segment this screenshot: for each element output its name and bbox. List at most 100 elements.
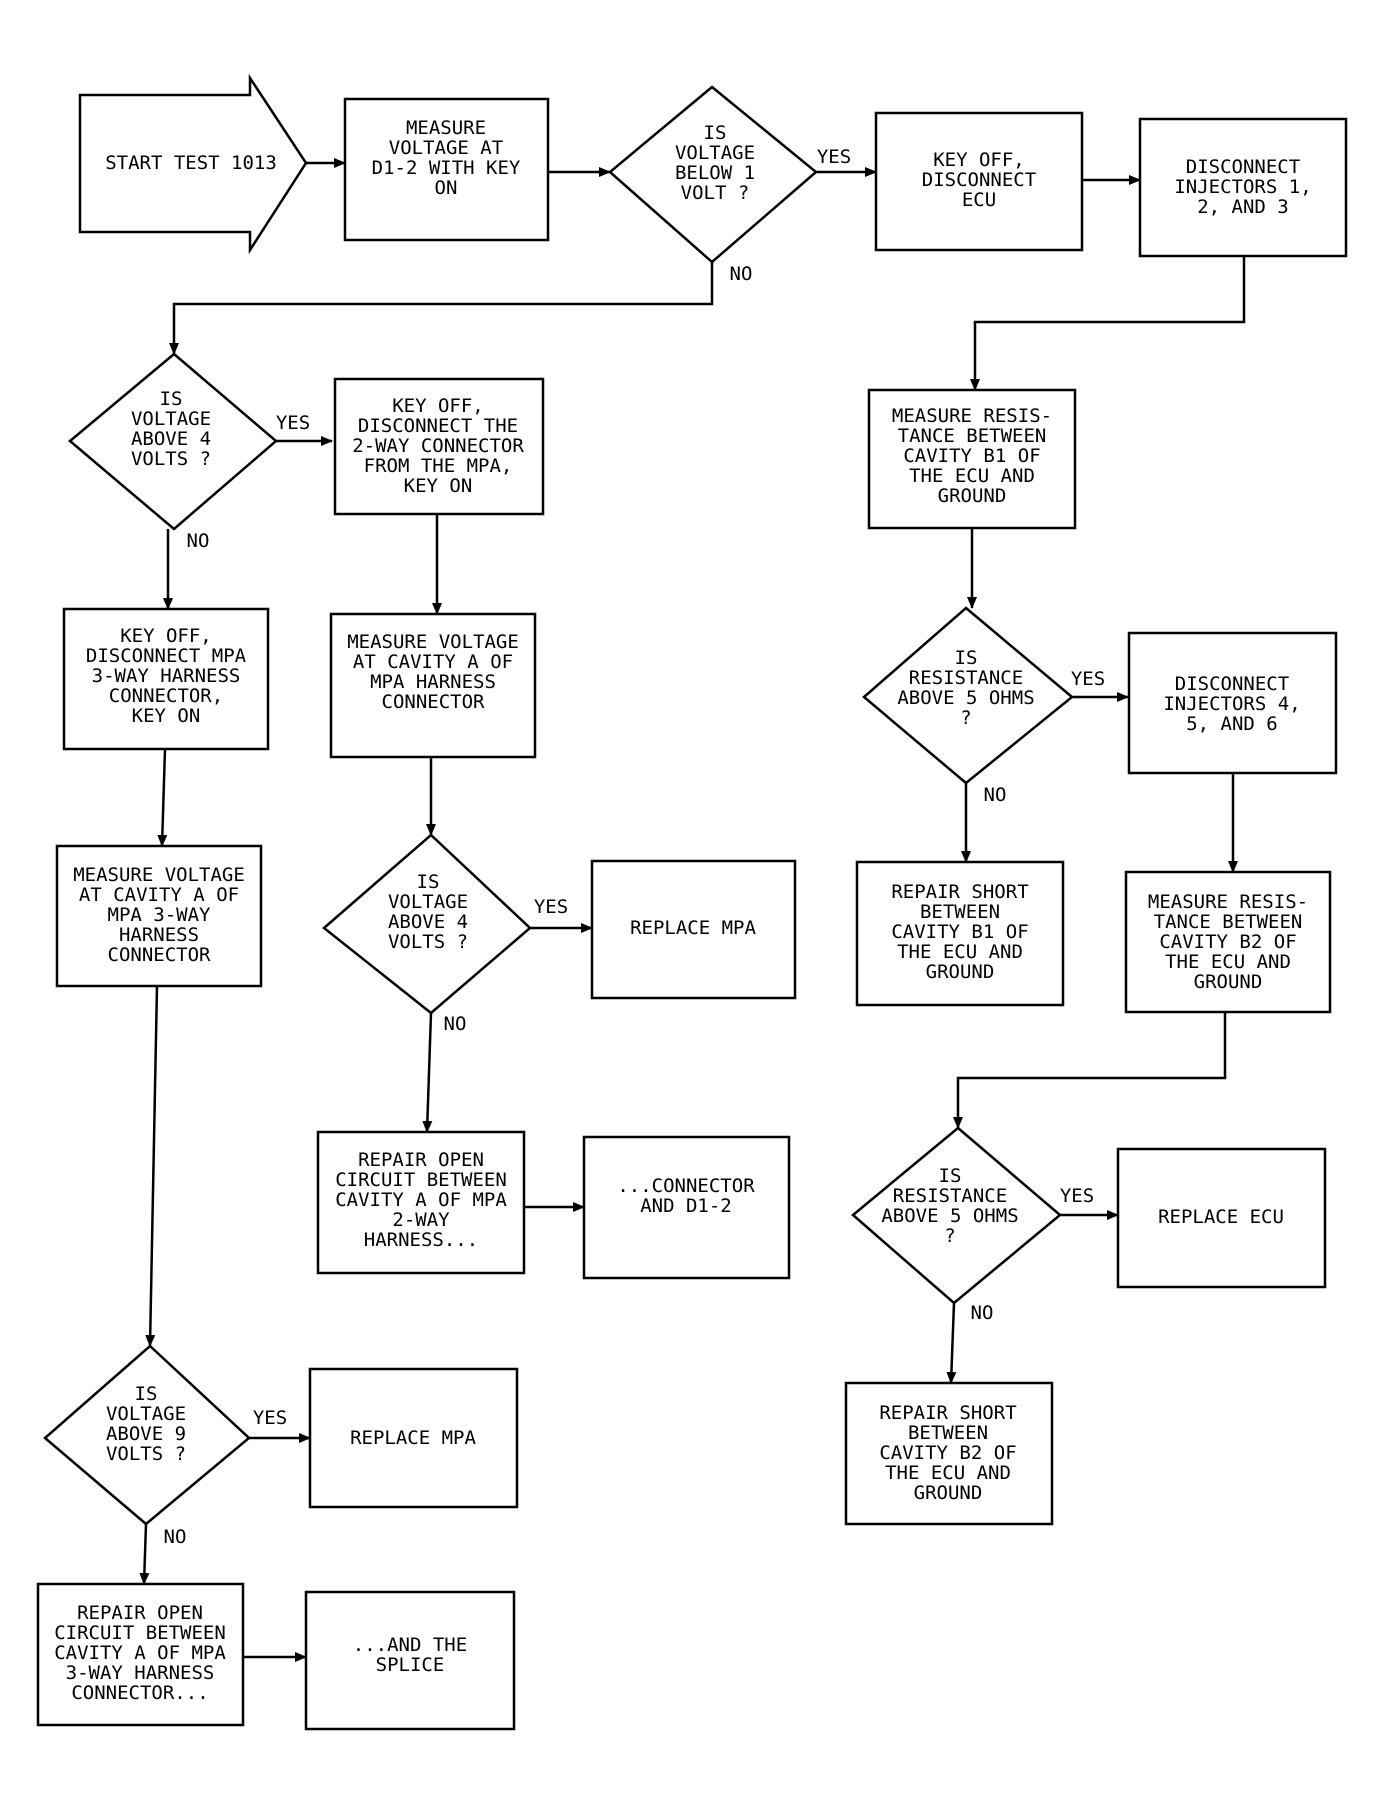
b4-line: 2-WAY CONNECTOR [352, 435, 524, 457]
d2-line: VOLTAGE [131, 408, 211, 430]
b6-line: 3-WAY HARNESS [92, 665, 241, 687]
d6-diamond [43, 1344, 251, 1526]
d4-line: ABOVE 4 [388, 911, 468, 933]
b1-line: D1-2 WITH KEY [372, 157, 521, 179]
b11-box [855, 860, 1065, 1007]
b7-line: MPA HARNESS [370, 671, 496, 693]
d1-line: VOLT ? [681, 182, 750, 204]
d6-yes-label: YES [253, 1407, 287, 1429]
b4-box [333, 377, 545, 516]
b6-line: DISCONNECT MPA [86, 645, 247, 667]
b4-line: DISCONNECT THE [358, 415, 518, 437]
b2-line: KEY OFF, [933, 149, 1025, 171]
d3-no-label: NO [984, 784, 1007, 806]
d2-diamond [68, 352, 278, 531]
d1-diamond [608, 85, 818, 264]
b17-line: REPAIR SHORT [879, 1402, 1016, 1424]
d1-line: BELOW 1 [675, 162, 755, 184]
b11-line: REPAIR SHORT [891, 881, 1028, 903]
b9-line: MPA 3-WAY [108, 904, 212, 926]
b1-line: VOLTAGE AT [389, 137, 503, 159]
b9-box [55, 844, 263, 988]
b17-line: GROUND [914, 1482, 983, 1504]
d3-line: ABOVE 5 OHMS [897, 687, 1034, 709]
edge-labels: YES NO YES NO YES NO YES NO YES NO YES N… [164, 146, 1106, 1548]
b14-line: ...CONNECTOR [617, 1175, 755, 1197]
d5-yes-label: YES [1060, 1185, 1094, 1207]
b5-line: MEASURE RESIS- [892, 405, 1052, 427]
b8-line: 5, AND 6 [1186, 713, 1278, 735]
d4-no-label: NO [444, 1013, 467, 1035]
d6-line: VOLTAGE [106, 1403, 186, 1425]
b1-line: ON [435, 177, 458, 199]
b3-line: 2, AND 3 [1197, 196, 1289, 218]
b18-line: CONNECTOR... [71, 1682, 208, 1704]
d2-line: ABOVE 4 [131, 428, 211, 450]
b5-line: CAVITY B1 OF [903, 445, 1040, 467]
b4-line: KEY OFF, [392, 395, 484, 417]
b3-line: DISCONNECT [1186, 156, 1300, 178]
d4-line: IS [417, 871, 440, 893]
b18-line: CIRCUIT BETWEEN [54, 1622, 226, 1644]
d3-line: ? [960, 707, 971, 729]
b15-line: REPLACE ECU [1158, 1206, 1284, 1228]
b12-line: GROUND [1194, 971, 1263, 993]
b5-line: THE ECU AND [909, 465, 1035, 487]
d1-line: VOLTAGE [675, 142, 755, 164]
d3-line: IS [955, 647, 978, 669]
start-arrow-shape [78, 73, 308, 255]
b13-line: CAVITY A OF MPA [335, 1189, 507, 1211]
b9-line: CONNECTOR [108, 944, 212, 966]
d4-line: VOLTS ? [388, 931, 468, 953]
b13-line: REPAIR OPEN [358, 1149, 484, 1171]
d5-no-label: NO [971, 1302, 994, 1324]
b16-box [308, 1367, 519, 1509]
d5-line: IS [939, 1165, 962, 1187]
b8-box [1127, 631, 1338, 775]
b11-line: CAVITY B1 OF [891, 921, 1028, 943]
d2-yes-label: YES [276, 412, 310, 434]
b6-box [62, 607, 270, 751]
b13-box [316, 1130, 526, 1275]
b17-line: CAVITY B2 OF [879, 1442, 1016, 1464]
b17-box [844, 1381, 1054, 1526]
b3-box [1138, 117, 1348, 258]
b12-line: MEASURE RESIS- [1148, 891, 1308, 913]
b9-line: HARNESS [119, 924, 199, 946]
d4-yes-label: YES [534, 896, 568, 918]
b1-box [343, 97, 550, 242]
b5-box [867, 388, 1077, 530]
b10-line: REPLACE MPA [630, 917, 756, 939]
b13-line: 2-WAY [392, 1209, 450, 1231]
start-label: START TEST 1013 [105, 152, 277, 174]
b3-line: INJECTORS 1, [1174, 176, 1311, 198]
b4-line: KEY ON [404, 475, 473, 497]
d3-line: RESISTANCE [909, 667, 1023, 689]
start-line: START TEST 1013 [105, 152, 277, 174]
b15-box [1116, 1147, 1327, 1289]
b5-line: TANCE BETWEEN [898, 425, 1047, 447]
d6-line: VOLTS ? [106, 1443, 186, 1465]
d2-line: VOLTS ? [131, 448, 211, 470]
d5-line: RESISTANCE [893, 1185, 1007, 1207]
b16-label: REPLACE MPA [350, 1427, 476, 1449]
b17-line: BETWEEN [908, 1422, 988, 1444]
d1-no-label: NO [730, 263, 753, 285]
